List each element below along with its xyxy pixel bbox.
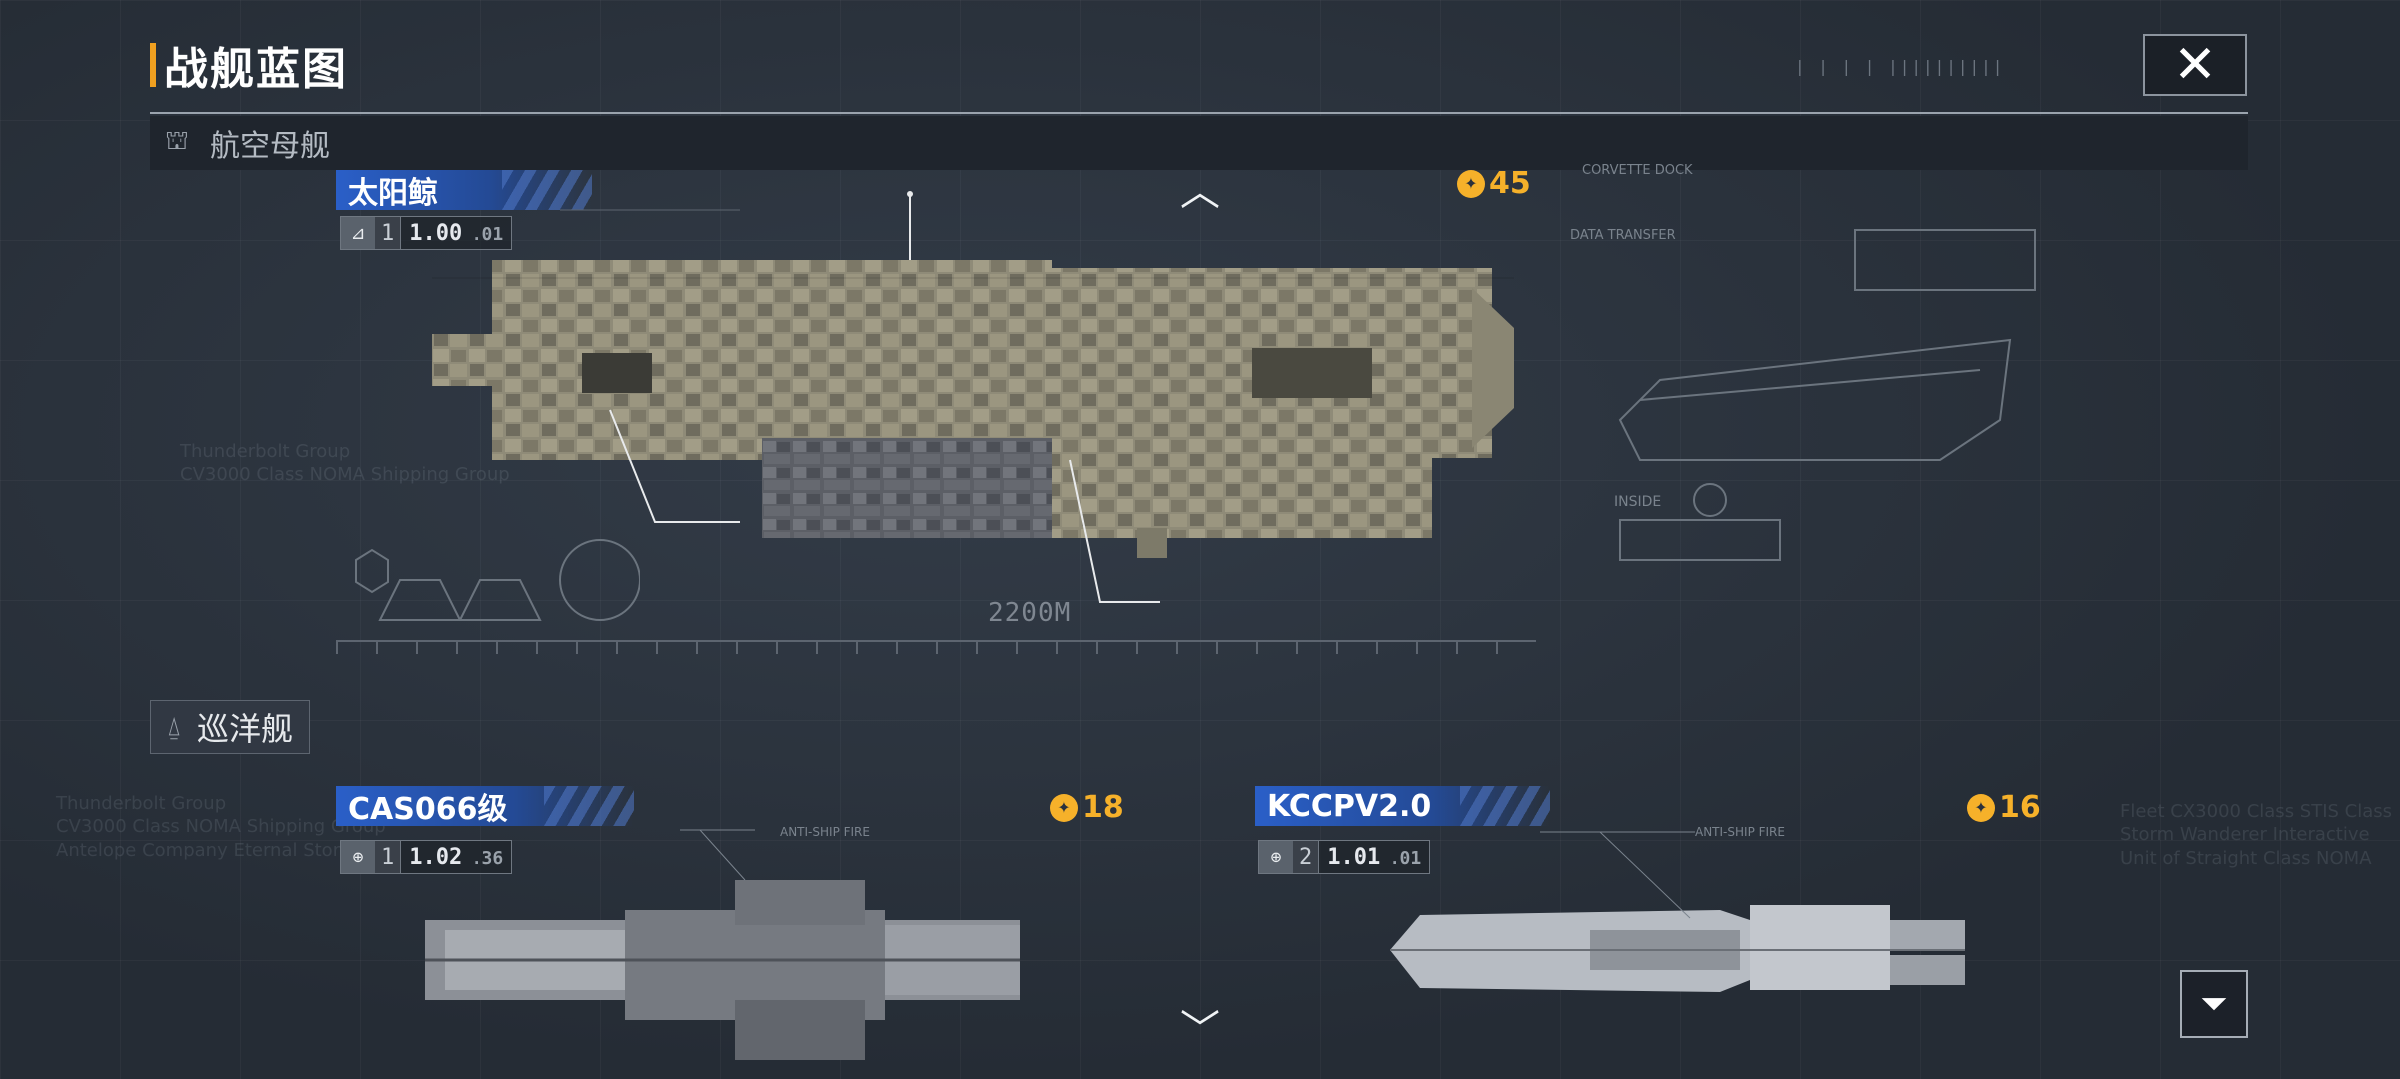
ship-power: ✦ 18 [1050,790,1124,825]
label-corvette-dock: CORVETTE DOCK [1582,163,1693,178]
ship-tier: 1 [375,841,402,873]
globe-icon: ⊕ [341,841,375,873]
ship-version: 1.00 .01 [409,220,504,246]
scroll-up-button[interactable]: ︿ [1180,169,1220,215]
filter-button[interactable]: ⏷ [2180,970,2248,1038]
power-icon: ✦ [1967,793,1995,822]
globe-icon: ⊕ [1259,841,1293,873]
cruiser-icon: ⍙ [166,711,182,742]
ship-tier: 1 [375,217,402,249]
scale-indicator: 2200M [988,598,1072,628]
schematic-callout-lines [1540,831,1695,919]
ship-power: ✦ 45 [1457,166,1531,201]
cruiser-2-ship-model[interactable] [1390,900,1965,1000]
power-icon: ✦ [1457,169,1485,198]
page-title: 战舰蓝图 [164,44,348,95]
label-anti-ship-fire: ANTI-SHIP FIRE [780,825,870,839]
power-value: 45 [1489,166,1531,201]
ship-stats: ⊕ 2 1.01 .01 [1258,840,1431,874]
scroll-down-button[interactable]: ﹀ [1180,1007,1220,1053]
ship-version: 1.01 .01 [1327,844,1422,870]
schematic-callout-lines [560,191,1160,603]
label-anti-ship-fire: ANTI-SHIP FIRE [1695,825,1785,839]
close-button[interactable]: ✕ [2143,34,2247,96]
ship-tier: 2 [1293,841,1320,873]
cruiser-1-ship-model[interactable] [425,880,1020,1065]
ship-stats: ⊿ 1 1.00 .01 [340,216,513,250]
ship-power: ✦ 16 [1967,790,2041,825]
title-accent [150,43,156,87]
ship-name-cruiser-2[interactable]: KCCPV2.0 [1255,786,1550,826]
blueprint-hangar-sketch [355,539,640,621]
ship-name-cruiser-1[interactable]: CAS066级 [336,786,634,827]
blueprint-side-view [1618,229,2036,561]
schematic-callout-lines [680,829,755,881]
ship-version: 1.02 .36 [409,844,504,870]
close-icon: ✕ [2173,35,2217,95]
power-value: 16 [1999,790,2041,825]
scale-ruler [336,640,1536,654]
ship-name-label: KCCPV2.0 [1267,788,1432,824]
ship-class-icon: ⊿ [341,217,375,249]
power-value: 18 [1082,790,1124,825]
header-decoration: | | | | |||||||||| [1795,57,2005,76]
category-label: 巡洋舰 [197,710,294,748]
label-data-transfer: DATA TRANSFER [1570,228,1676,243]
category-header-carrier[interactable]: ⛫ 航空母舰 [150,116,2248,170]
carrier-ship-model[interactable] [432,258,1514,558]
page-header: 战舰蓝图 [150,40,348,95]
ship-stats: ⊕ 1 1.02 .36 [340,840,513,874]
ship-name-carrier[interactable]: 太阳鲸 [336,170,592,211]
ship-name-label: CAS066级 [348,792,508,827]
label-inside: INSIDE [1614,494,1662,510]
category-header-cruiser[interactable]: ⍙ 巡洋舰 [150,700,310,754]
ship-name-label: 太阳鲸 [348,176,438,211]
filter-icon: ⏷ [2200,984,2228,1024]
header-divider [150,112,2248,114]
category-label: 航空母舰 [210,129,330,164]
carrier-icon: ⛫ [165,126,189,156]
power-icon: ✦ [1050,793,1078,822]
